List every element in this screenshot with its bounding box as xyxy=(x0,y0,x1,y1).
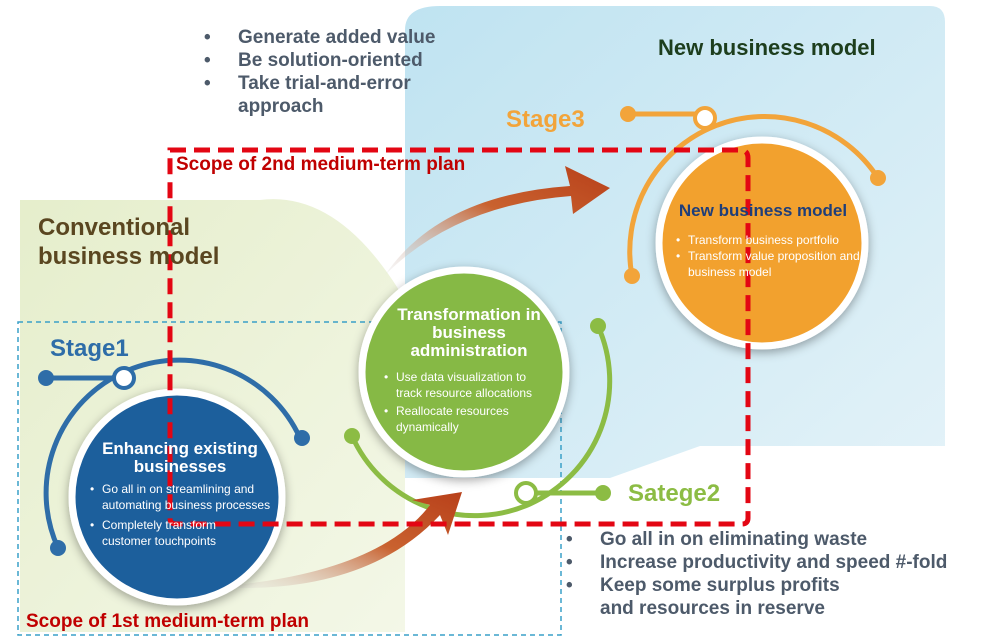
transformation-item: Use data visualization to track resource… xyxy=(384,369,554,401)
conventional-zone-title: Conventional business model xyxy=(38,214,220,270)
transformation-circle-title: Transformation in business administratio… xyxy=(397,305,541,360)
bottom-bullet-item: Go all in on eliminating waste xyxy=(562,528,1000,551)
bottom-bullet-list: Go all in on eliminating waste Increase … xyxy=(562,528,1000,620)
stage3-connector xyxy=(620,106,886,284)
top-bullet-item: Take trial-and-error approach xyxy=(200,72,448,118)
transformation-item: Reallocate resources dynamically xyxy=(384,403,526,435)
enhancing-item: Go all in on streamlining and automating… xyxy=(90,481,280,513)
stage3-label: Stage3 xyxy=(506,106,585,133)
scope-1st-box xyxy=(17,321,562,636)
enhancing-circle-list: Go all in on streamlining and automating… xyxy=(90,481,280,549)
enhancing-item: Completely transform customer touchpoint… xyxy=(90,517,252,549)
top-bullet-item: Generate added value xyxy=(200,26,500,49)
bottom-bullet-item: Increase productivity and speed #-fold xyxy=(562,551,1000,574)
transformation-circle-list: Use data visualization to track resource… xyxy=(384,369,554,435)
new-model-item: Transform business portfolio xyxy=(676,232,862,248)
bottom-bullet-item: Keep some surplus profits and resources … xyxy=(562,574,870,620)
stage1-label: Stage1 xyxy=(50,335,129,362)
stage2-connector xyxy=(344,318,613,519)
top-bullet-item: Be solution-oriented xyxy=(200,49,500,72)
stage2-label: Satege2 xyxy=(628,480,721,507)
new-model-circle-title: New business model xyxy=(678,201,848,220)
arrow-stage2-to-stage3 xyxy=(385,166,610,275)
top-bullet-list: Generate added value Be solution-oriente… xyxy=(200,26,500,118)
stage1-connector xyxy=(38,357,310,556)
scope-1st-label: Scope of 1st medium-term plan xyxy=(26,611,309,632)
scope-2nd-label: Scope of 2nd medium-term plan xyxy=(176,154,466,175)
new-model-zone-title: New business model xyxy=(658,35,876,60)
new-model-circle-list: Transform business portfolio Transform v… xyxy=(676,232,862,280)
new-model-item: Transform value proposition and business… xyxy=(676,248,862,280)
enhancing-circle-title: Enhancing existing businesses xyxy=(102,439,258,476)
arrow-stage1-to-stage2 xyxy=(235,492,462,589)
